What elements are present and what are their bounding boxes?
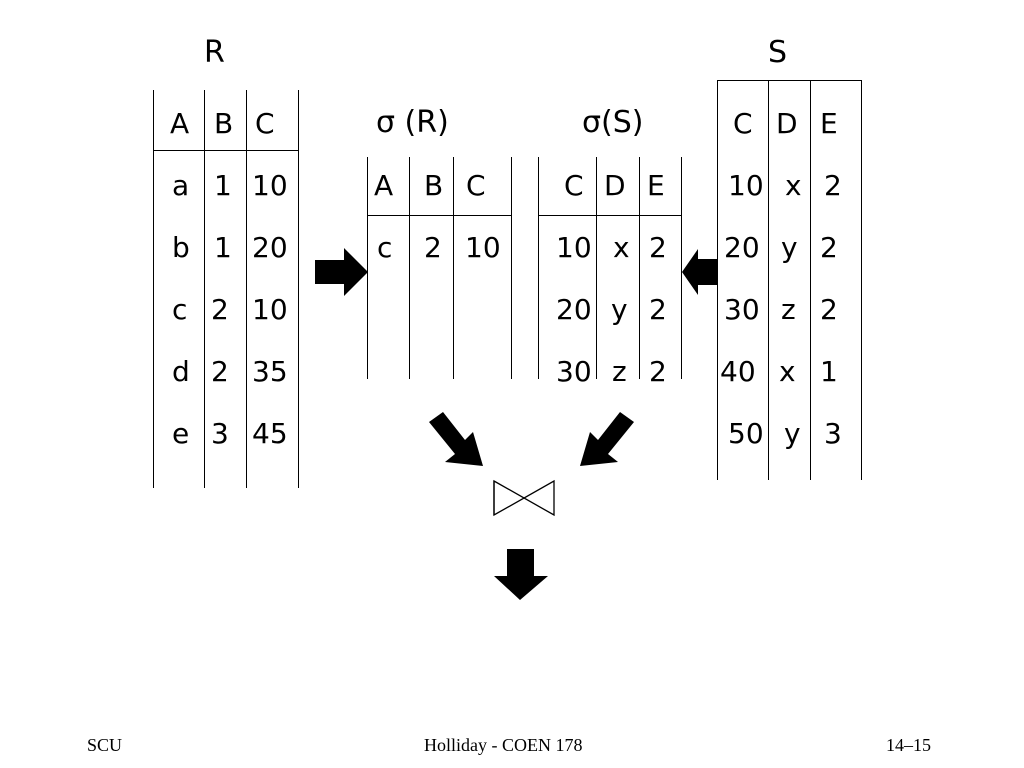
- table-r-cell: 35: [252, 355, 288, 388]
- table-r-cell: 1: [214, 231, 232, 264]
- table-s-cell: 10: [728, 169, 764, 202]
- table-s-cell: z: [781, 293, 796, 326]
- table-s-cell: y: [784, 417, 801, 450]
- table-r-cell: 20: [252, 231, 288, 264]
- table-r-cell: 10: [252, 293, 288, 326]
- arrow-right-icon: [315, 248, 368, 296]
- table-s-cell: 1: [820, 355, 838, 388]
- table-sigma-s-header-d: D: [604, 169, 626, 202]
- table-sigma-s-cell: 2: [649, 231, 667, 264]
- table-s-cell: 2: [820, 293, 838, 326]
- table-r-cell: 10: [252, 169, 288, 202]
- table-r-cell: 2: [211, 355, 229, 388]
- table-s-title: S: [768, 35, 788, 70]
- footer-center: Holliday - COEN 178: [424, 735, 583, 755]
- table-sigma-r-header-c: C: [466, 169, 486, 202]
- table-s-cell: 30: [724, 293, 760, 326]
- table-s-cell: x: [785, 169, 802, 202]
- arrow-down-icon: [494, 549, 548, 600]
- table-r-header-b: B: [214, 107, 234, 140]
- table-r-cell: a: [172, 169, 190, 202]
- sigma-r-title: σ (R): [376, 105, 449, 140]
- table-sigma-s-header-e: E: [647, 169, 665, 202]
- table-s-header-c: C: [733, 107, 753, 140]
- table-s-cell: y: [781, 231, 798, 264]
- table-sigma-s-cell: z: [612, 355, 627, 388]
- table-sigma-r-cell: 10: [465, 231, 501, 264]
- table-sigma-r-cell: c: [377, 231, 393, 264]
- table-r-header-a: A: [170, 107, 190, 140]
- table-s-cell: 50: [728, 417, 764, 450]
- table-s-cell: 20: [724, 231, 760, 264]
- table-sigma-s-cell: 2: [649, 355, 667, 388]
- table-sigma-s-header-c: C: [564, 169, 584, 202]
- table-r-cell: 2: [211, 293, 229, 326]
- table-sigma-r-header-a: A: [374, 169, 394, 202]
- table-s-cell: 40: [720, 355, 756, 388]
- table-s-cell: 2: [824, 169, 842, 202]
- arrow-left-icon: [682, 249, 717, 295]
- table-r-cell: d: [172, 355, 190, 388]
- table-r-cell: 45: [252, 417, 288, 450]
- table-r-cell: b: [172, 231, 190, 264]
- table-s-header-d: D: [776, 107, 798, 140]
- table-s-cell: 2: [820, 231, 838, 264]
- table-sigma-r-cell: 2: [424, 231, 442, 264]
- table-r-title: R: [204, 35, 225, 70]
- sigma-s-title: σ(S): [582, 105, 644, 140]
- table-s-header-e: E: [820, 107, 838, 140]
- table-r-header-c: C: [255, 107, 275, 140]
- arrow-down-right-icon: [429, 412, 483, 466]
- table-sigma-r-header-b: B: [424, 169, 444, 202]
- bowtie-join-icon: [493, 479, 555, 517]
- table-sigma-s-cell: x: [613, 231, 630, 264]
- arrow-down-left-icon: [580, 412, 634, 466]
- table-sigma-s-cell: 20: [556, 293, 592, 326]
- footer-page-number: 14–15: [886, 735, 931, 755]
- table-s-cell: 3: [824, 417, 842, 450]
- table-sigma-s-cell: 2: [649, 293, 667, 326]
- table-sigma-s-cell: 10: [556, 231, 592, 264]
- table-s-cell: x: [779, 355, 796, 388]
- table-r-cell: 3: [211, 417, 229, 450]
- footer-left: SCU: [87, 735, 123, 755]
- table-sigma-s-cell: y: [611, 293, 628, 326]
- table-r-cell: e: [172, 417, 190, 450]
- table-r-cell: 1: [214, 169, 232, 202]
- table-r-cell: c: [172, 293, 188, 326]
- table-sigma-s-cell: 30: [556, 355, 592, 388]
